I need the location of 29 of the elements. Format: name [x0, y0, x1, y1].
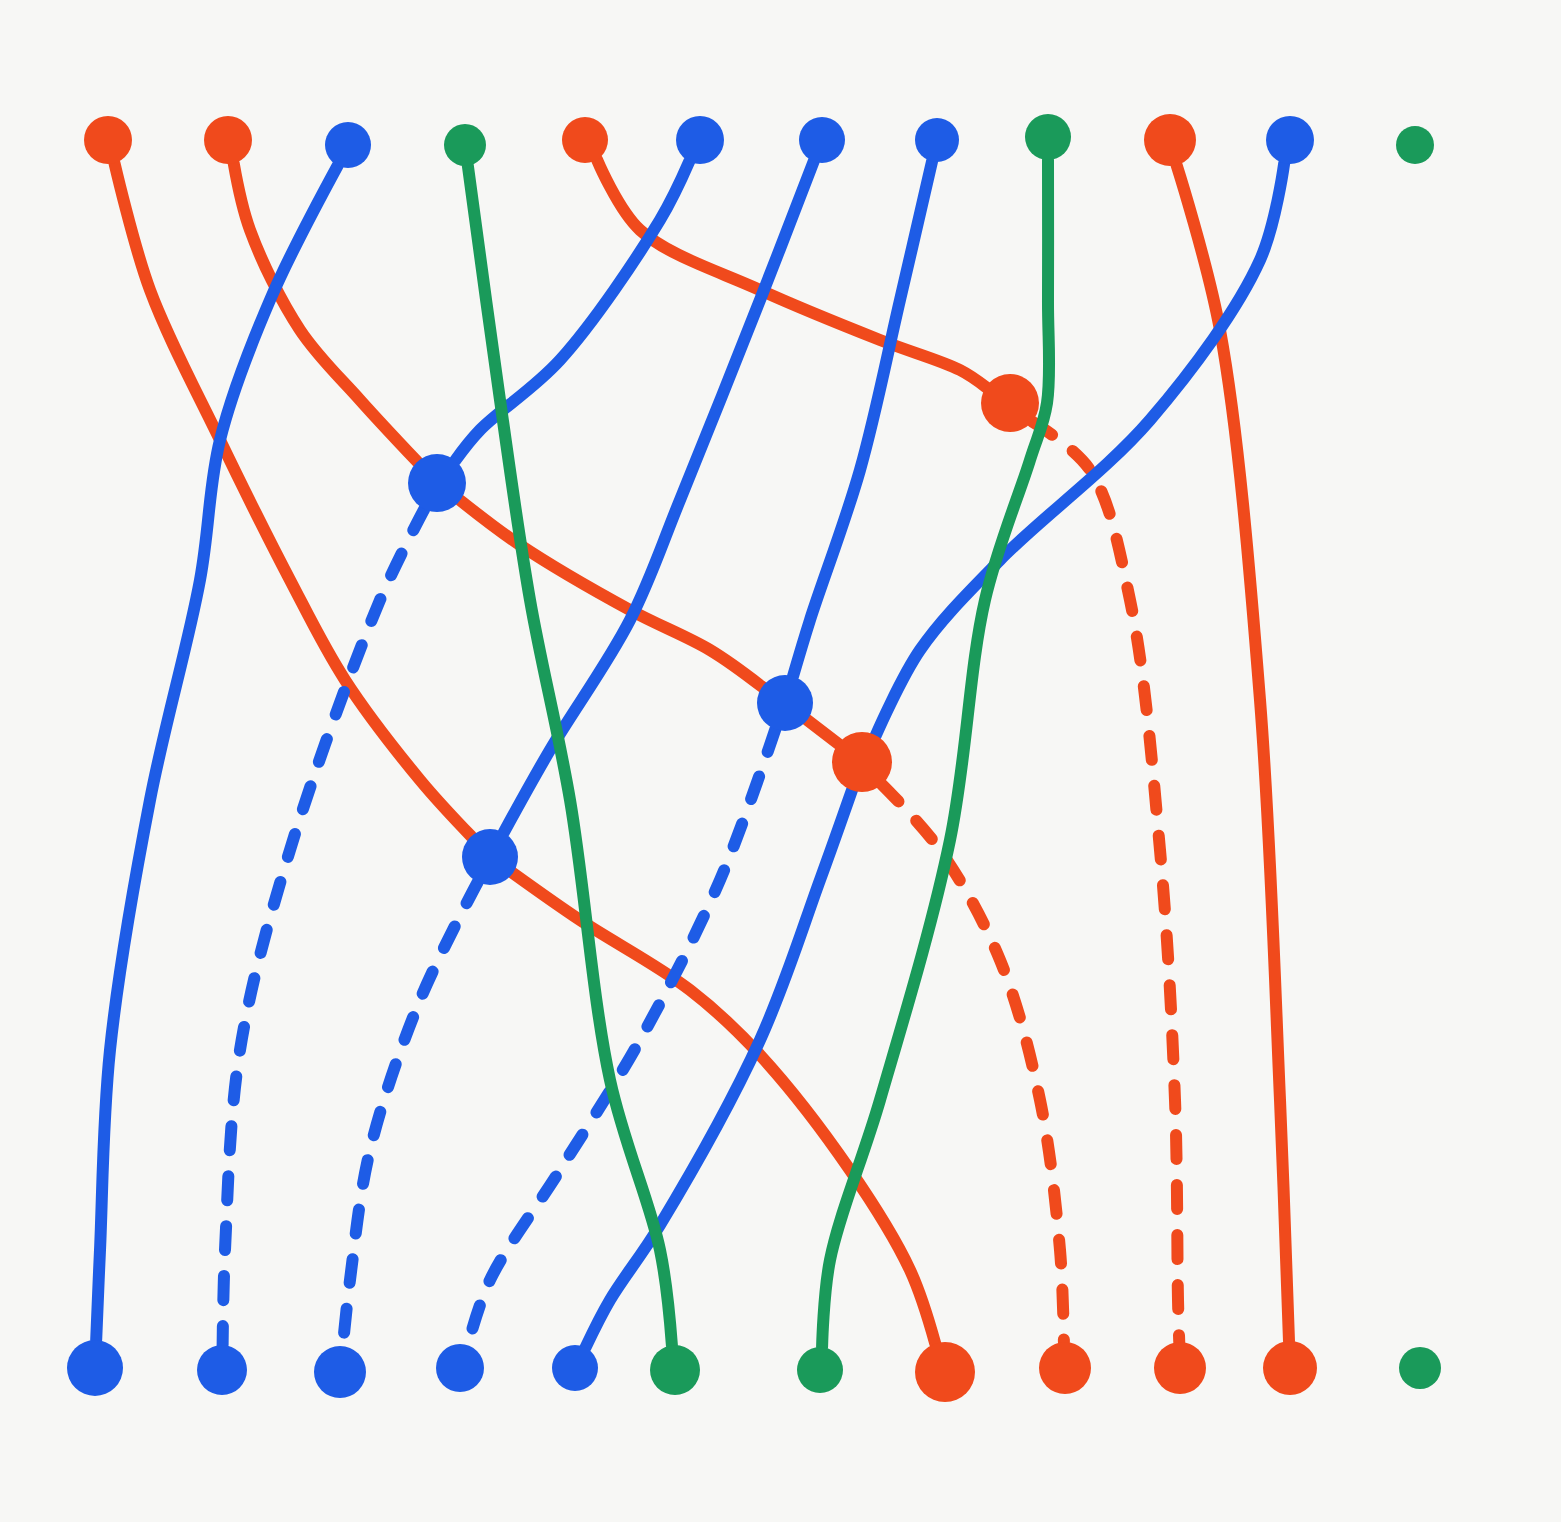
- dot: [444, 124, 486, 166]
- dot: [1266, 116, 1314, 164]
- dot: [1263, 1341, 1317, 1395]
- dot: [197, 1345, 247, 1395]
- dot: [832, 732, 892, 792]
- dot: [757, 675, 813, 731]
- dot: [1154, 1342, 1206, 1394]
- dot: [915, 118, 959, 162]
- dot: [314, 1346, 366, 1398]
- dot: [436, 1344, 484, 1392]
- dot: [915, 1342, 975, 1402]
- dot: [799, 117, 845, 163]
- dot: [1025, 114, 1071, 160]
- dot: [552, 1345, 598, 1391]
- dot: [408, 454, 466, 512]
- dot: [67, 1340, 123, 1396]
- dot: [1039, 1342, 1091, 1394]
- dot: [1144, 114, 1196, 166]
- dot: [1396, 126, 1434, 164]
- dot: [1399, 1347, 1441, 1389]
- dot: [84, 116, 132, 164]
- dot: [462, 829, 518, 885]
- dot: [797, 1347, 843, 1393]
- dot: [204, 116, 252, 164]
- dot: [650, 1345, 700, 1395]
- dot: [981, 374, 1039, 432]
- dot: [325, 122, 371, 168]
- dot: [562, 117, 608, 163]
- dot: [676, 116, 724, 164]
